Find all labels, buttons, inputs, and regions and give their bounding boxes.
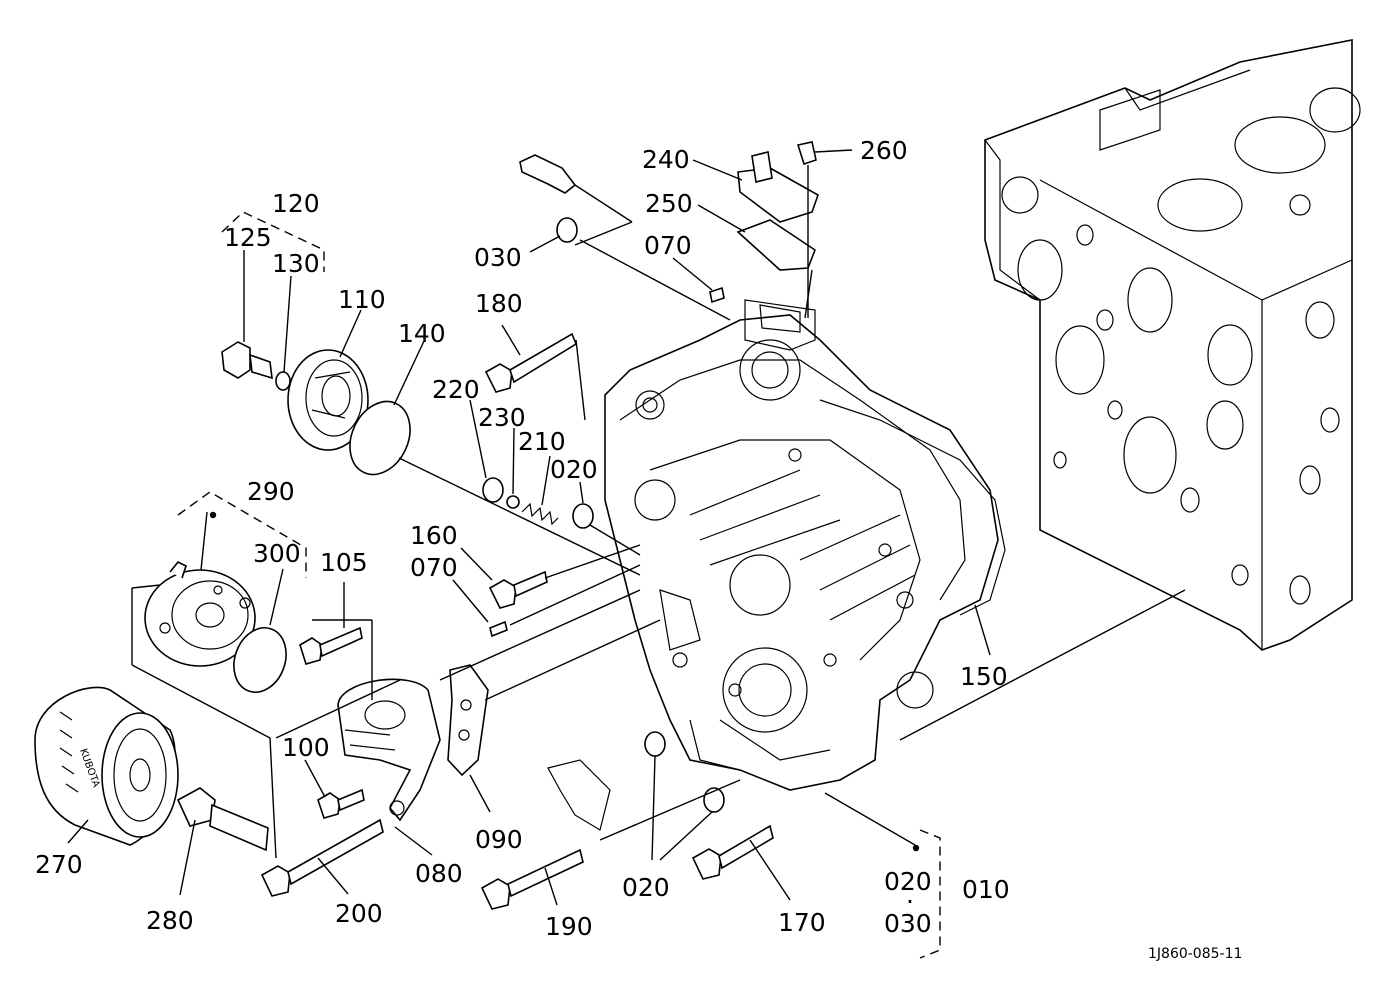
callout-240: 240 — [642, 145, 690, 174]
callout-140: 140 — [398, 319, 446, 348]
gasket-090-hole — [460, 699, 472, 711]
callout-125: 125 — [224, 223, 272, 252]
gasket-090-hole — [458, 729, 470, 741]
callout-105: 105 — [320, 548, 368, 577]
callout-020-kit: 020 — [884, 867, 932, 896]
plug-bolt-125 — [221, 341, 273, 380]
kit-brackets — [177, 211, 941, 959]
callout-210: 210 — [518, 427, 566, 456]
callout-070-upper: 070 — [644, 231, 692, 260]
callout-160: 160 — [410, 521, 458, 550]
fitting-030-top — [519, 154, 578, 243]
leader-lines — [67, 149, 1186, 906]
callout-280: 280 — [146, 906, 194, 935]
cover-240 — [737, 151, 819, 223]
callout-290: 290 — [247, 477, 295, 506]
callout-070-lower: 070 — [410, 553, 458, 582]
callout-020-lower: 020 — [622, 873, 670, 902]
callout-230: 230 — [478, 403, 526, 432]
callout-260: 260 — [860, 136, 908, 165]
bolt-160 — [488, 570, 548, 609]
callout-labels: 120 125 130 110 140 290 300 105 100 080 … — [35, 136, 1242, 962]
bolt-200 — [260, 818, 384, 897]
gasket-090 — [447, 664, 489, 777]
o-ring-140 — [349, 400, 411, 476]
callout-120: 120 — [272, 189, 320, 218]
callout-170: 170 — [778, 908, 826, 937]
callout-010: 010 — [962, 875, 1010, 904]
plug-220 — [482, 477, 504, 503]
o-ring-300 — [233, 627, 287, 693]
callout-250: 250 — [645, 189, 693, 218]
callout-030-upper: 030 — [474, 243, 522, 272]
bolt-180 — [484, 332, 577, 393]
callout-180: 180 — [475, 289, 523, 318]
pin-070-upper — [709, 286, 725, 304]
o-ring-130 — [275, 371, 291, 391]
bolt-105 — [299, 626, 363, 665]
bolt-260 — [796, 141, 817, 166]
bolt-170 — [691, 824, 774, 880]
spring-210 — [521, 502, 559, 526]
callout-110: 110 — [338, 285, 386, 314]
callout-100: 100 — [282, 733, 330, 762]
bolt-190 — [480, 848, 584, 910]
gasket-150-shape — [819, 399, 1006, 616]
callout-090: 090 — [475, 825, 523, 854]
oil-filter-270: KUBOTA — [34, 686, 179, 846]
callout-150: 150 — [960, 662, 1008, 691]
oil-cooler-290 — [144, 560, 256, 667]
callout-kit-dot: · — [906, 887, 914, 916]
gasket-250 — [736, 219, 816, 271]
bracket-080 — [337, 678, 441, 822]
callout-200: 200 — [335, 899, 383, 928]
callout-030-kit: 030 — [884, 909, 932, 938]
callout-300: 300 — [253, 539, 301, 568]
callout-190: 190 — [545, 912, 593, 941]
gear-case — [604, 299, 999, 791]
callout-220: 220 — [432, 375, 480, 404]
pin-070-lower — [489, 620, 508, 638]
drawing-reference-code: 1J860-085-11 — [1148, 946, 1242, 962]
engine-block — [984, 39, 1361, 651]
ball-230 — [506, 495, 520, 509]
cover-110 — [287, 349, 369, 451]
governor-lever — [547, 759, 611, 831]
plug-020-lower-a — [644, 731, 666, 757]
callout-020-upper: 020 — [550, 455, 598, 484]
fitting-280 — [176, 787, 269, 852]
callout-080: 080 — [415, 859, 463, 888]
bolt-100 — [317, 788, 365, 819]
callout-130: 130 — [272, 249, 320, 278]
plug-020-upper — [572, 503, 594, 529]
callout-270: 270 — [35, 850, 83, 879]
